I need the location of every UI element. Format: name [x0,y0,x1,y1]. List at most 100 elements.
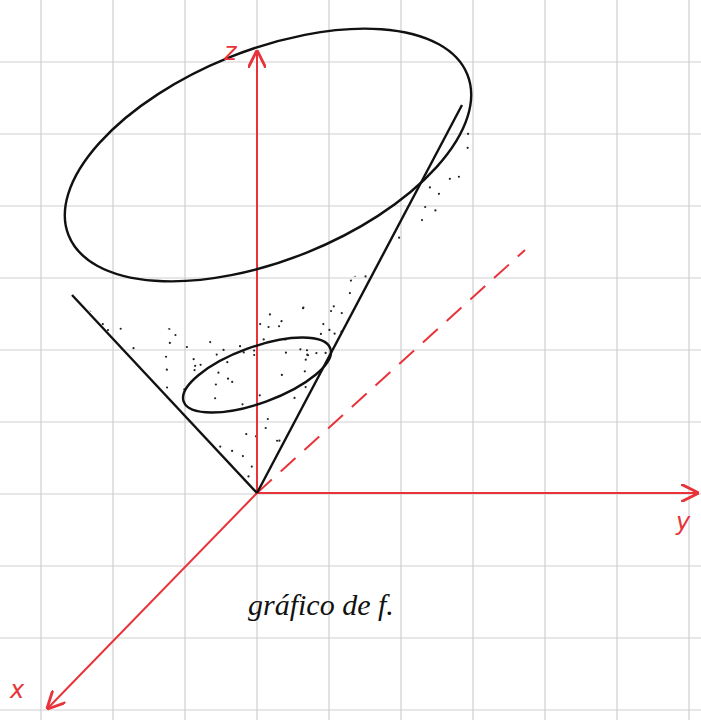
stipple-dot [429,186,431,188]
stipple-dot [132,347,134,349]
stipple-dot [433,257,435,259]
stipple-dot [433,288,435,290]
stipple-dot [429,350,431,352]
stipple-dot [458,176,460,178]
stipple-dot [306,349,308,351]
stipple-dot [178,461,180,463]
stipple-dot [101,467,103,469]
stipple-dot [413,270,415,272]
dashed-projection [257,250,525,493]
stipple-dot [104,366,106,368]
stipple-dot [358,392,360,394]
stipple-dot [131,422,133,424]
stipple-dot [306,354,308,356]
stipple-dot [326,399,328,401]
stipple-dot [97,452,99,454]
grid-line [0,493,701,494]
stipple-dot [298,444,300,446]
stipple-dot [107,329,109,331]
stipple-dot [466,472,468,474]
stipple-dot [435,371,437,373]
stipple-dot [115,345,117,347]
stipple-dot [334,333,336,335]
stipple-dot [174,334,176,336]
stipple-dot [437,415,439,417]
stipple-dot [345,347,347,349]
stipple-dot [420,378,422,380]
stipple-dot [445,325,447,327]
stipple-dot [242,288,244,290]
stipple-dot [460,233,462,235]
stipple-dot [467,133,469,135]
stipple-dot [111,310,113,312]
stipple-dot [352,477,354,479]
stipple-dot [209,341,211,343]
stipple-dot [239,345,241,347]
stipple-dot [199,364,201,366]
stipple-dot [440,383,442,385]
stipple-dot [177,428,179,430]
stipple-dot [94,326,96,328]
stipple-dot [148,303,150,305]
stipple-dot [263,338,265,340]
stipple-dot [397,372,399,374]
stipple-dot [413,318,415,320]
stipple-dot [357,482,359,484]
stipple-dot [451,366,453,368]
stipple-dot [467,319,469,321]
stipple-dot [366,446,368,448]
grid-line [0,421,701,422]
stipple-dot [442,488,444,490]
stipple-dot [364,451,366,453]
cone-edge [72,295,257,493]
stipple-dot [231,381,233,383]
stipple-dot [435,403,437,405]
grid-line [0,133,701,134]
stipple-dot [308,419,310,421]
stipple-dot [259,279,261,281]
stipple-dot [315,352,317,354]
stipple-dot [382,396,384,398]
stipple-dot [410,485,412,487]
stipple-dot [110,398,112,400]
stipple-dot [438,193,440,195]
stipple-dot [181,288,183,290]
stipple-dot [312,407,314,409]
stipple-dot [364,321,366,323]
stipple-dot [420,327,422,329]
stipple-dot [106,346,108,348]
stipple-dot [408,250,410,252]
stipple-dot [160,477,162,479]
stipple-dot [378,478,380,480]
stipple-dot [251,465,253,467]
stipple-dot [376,398,378,400]
stipple-dot [269,313,271,315]
stipple-dot [104,284,106,286]
stipple-dot [297,268,299,270]
stipple-dot [340,278,342,280]
stipple-dot [355,262,357,264]
stipple-dot [375,409,377,411]
stipple-dot [91,134,93,136]
stipple-dot [426,422,428,424]
grid-line [0,277,701,278]
stipple-dot [440,374,442,376]
stipple-dot [368,309,370,311]
stipple-dot [90,121,92,123]
stipple-dot [219,445,221,447]
stipple-dot [302,307,304,309]
stipple-dot [267,326,269,328]
stipple-dot [381,237,383,239]
stipple-dot [141,460,143,462]
stipple-dot [322,375,324,377]
stipple-dot [278,440,280,442]
stipple-dot [437,458,439,460]
stipple-dot [147,461,149,463]
stipple-dot [253,349,255,351]
stipple-dot [267,418,269,420]
stipple-dot [330,382,332,384]
stipple-dot [386,430,388,432]
stipple-dot [333,305,335,307]
stipple-dot [265,427,267,429]
